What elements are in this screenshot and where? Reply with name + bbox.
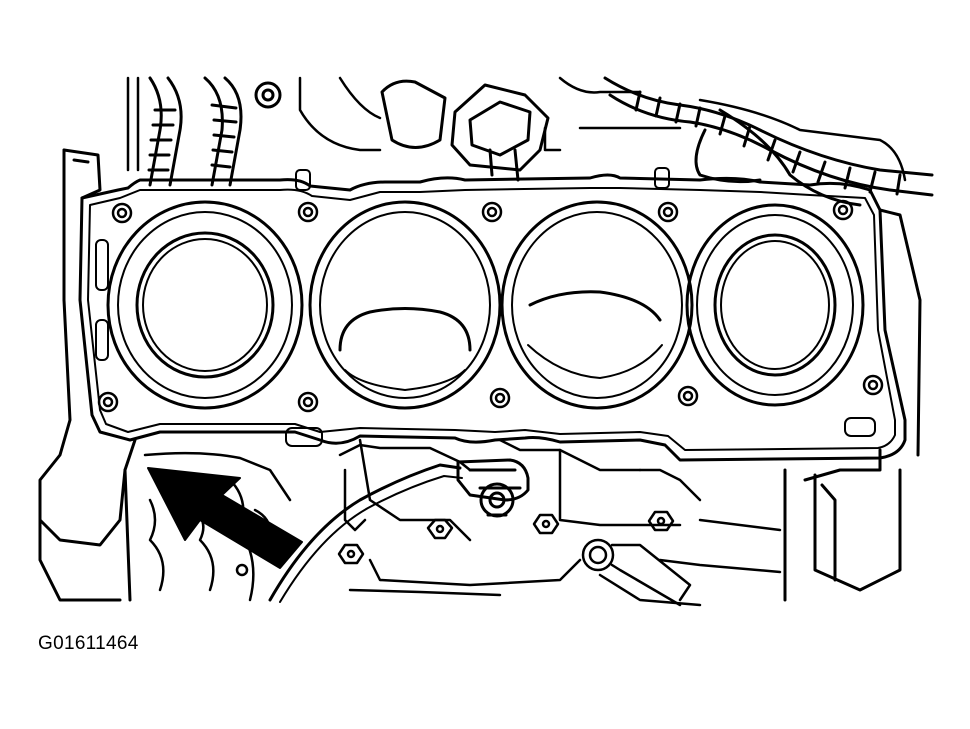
pointer-arrow [147,467,303,569]
figure-caption: G01611464 [38,633,139,654]
cylinder-bore-1 [106,200,304,410]
engine-housing [126,76,907,182]
mounting-bolt-top [254,81,282,109]
lower-bolts [337,510,692,607]
wiring-harness-left [147,76,243,187]
head-bolt-holes [97,199,884,413]
knock-sensor [268,458,530,603]
engine-block-left-side [38,148,137,602]
engine-block-right-side [783,208,922,602]
connector-top-center [380,79,550,182]
cylinder-bore-3 [500,200,694,410]
cylinder-bore-2 [308,200,502,410]
head-gasket [78,173,907,462]
cylinder-bore-4 [685,203,865,407]
wiring-harness-right [603,76,934,207]
gasket-slots [95,167,876,447]
